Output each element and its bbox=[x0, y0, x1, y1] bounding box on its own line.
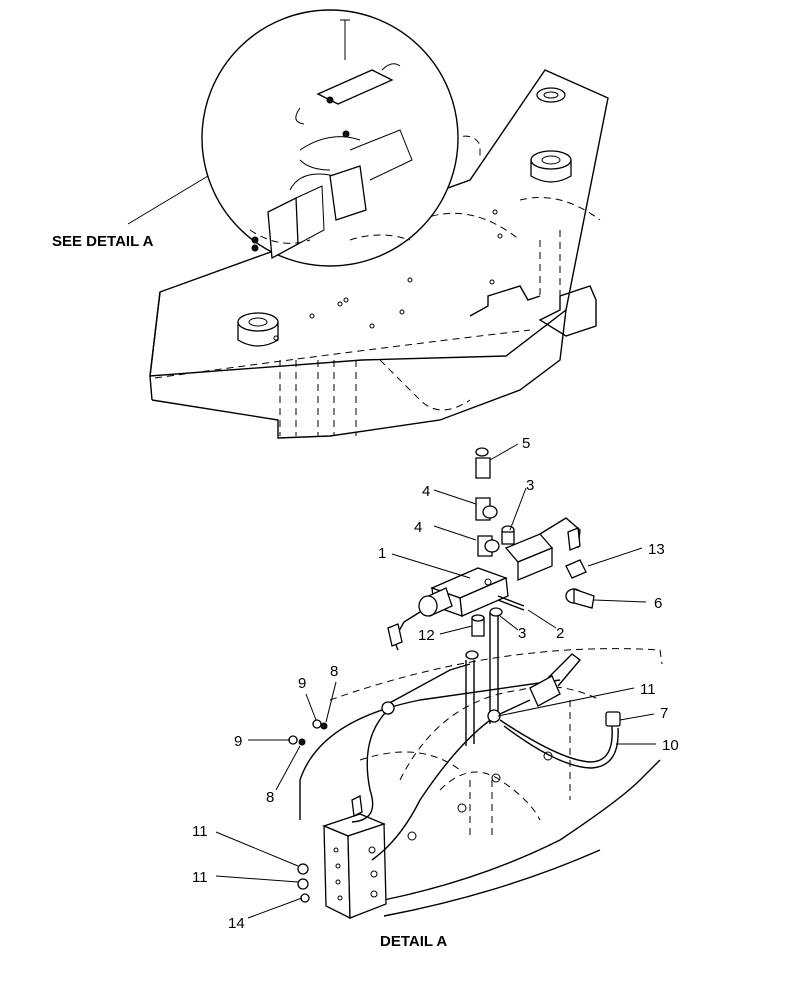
callout-13: 13 bbox=[648, 541, 665, 558]
callouts: 5 4 3 4 13 1 6 2 3 12 8 9 11 7 9 10 8 11… bbox=[192, 435, 679, 932]
lower-valve-block bbox=[322, 795, 387, 920]
detail-a-caption: DETAIL A bbox=[380, 933, 447, 950]
bracket bbox=[469, 285, 541, 317]
callout-8-upper: 8 bbox=[330, 663, 338, 680]
plug-3-lower bbox=[489, 607, 503, 617]
boss-left bbox=[237, 312, 279, 347]
callout-2: 2 bbox=[556, 625, 564, 642]
elbow-13 bbox=[565, 559, 587, 579]
tee-fittings-4 bbox=[475, 497, 500, 557]
callout-9-upper: 9 bbox=[298, 675, 306, 692]
callout-11-right: 11 bbox=[640, 681, 656, 698]
leader-lines bbox=[215, 443, 656, 919]
callout-7: 7 bbox=[660, 705, 668, 722]
tube-10 bbox=[499, 711, 621, 769]
boss-right bbox=[530, 150, 572, 183]
detail-circle bbox=[201, 9, 459, 267]
solenoid-left bbox=[387, 587, 453, 651]
callout-3-upper: 3 bbox=[526, 477, 534, 494]
callout-11-left-upper: 11 bbox=[192, 823, 208, 840]
lower-fittings bbox=[297, 863, 310, 903]
callout-12: 12 bbox=[418, 627, 435, 644]
callout-4-lower: 4 bbox=[414, 519, 422, 536]
detail-a-frame bbox=[299, 648, 663, 917]
callout-3-lower: 3 bbox=[518, 625, 526, 642]
plug-3-upper bbox=[501, 525, 515, 545]
callout-11-left-lower: 11 bbox=[192, 869, 208, 886]
callout-14: 14 bbox=[228, 915, 245, 932]
callout-8-lower: 8 bbox=[266, 789, 274, 806]
vertical-tube bbox=[465, 660, 475, 746]
callout-6: 6 bbox=[654, 595, 662, 612]
cartridge-5 bbox=[475, 447, 491, 479]
washers-8-9 bbox=[288, 719, 328, 746]
fitting-12 bbox=[471, 614, 485, 637]
callout-9-lower: 9 bbox=[234, 733, 242, 750]
fitting-6 bbox=[565, 588, 595, 609]
hose bbox=[383, 663, 471, 707]
bolt-2 bbox=[497, 595, 525, 611]
leader-see-detail bbox=[127, 175, 209, 225]
callout-1: 1 bbox=[378, 545, 386, 562]
boss-top bbox=[536, 87, 566, 103]
callout-4-upper: 4 bbox=[422, 483, 430, 500]
callout-5: 5 bbox=[522, 435, 530, 452]
solenoid-right bbox=[504, 517, 581, 581]
pressure-switch bbox=[499, 653, 582, 715]
see-detail-caption: SEE DETAIL A bbox=[52, 233, 154, 250]
frame-overview bbox=[149, 69, 609, 439]
callout-10: 10 bbox=[662, 737, 679, 754]
